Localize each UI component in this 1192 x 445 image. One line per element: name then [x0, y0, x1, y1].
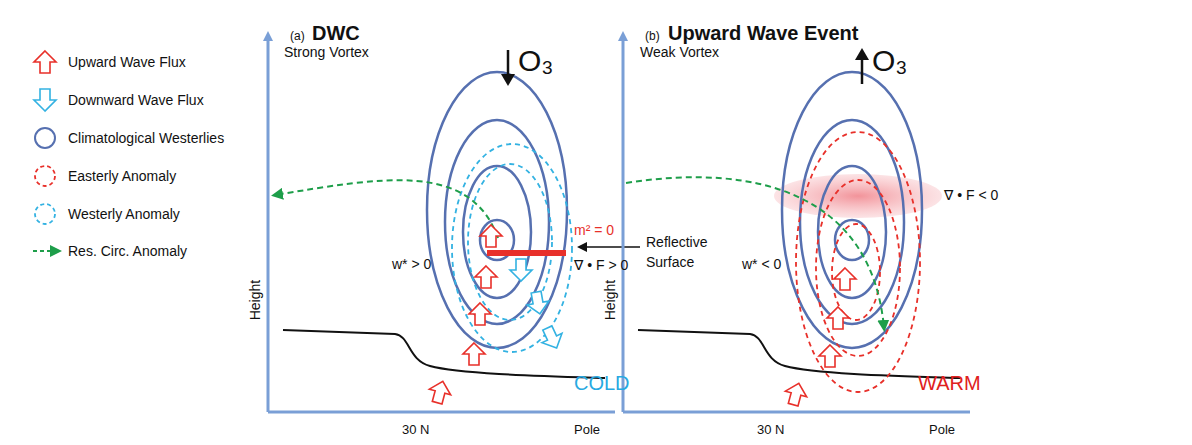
divergence-label: ∇ • F < 0 [944, 187, 998, 203]
legend-text: Upward Wave Flux [68, 54, 186, 70]
legend-text: Downward Wave Flux [68, 92, 204, 108]
panel-tag: (b) [645, 30, 660, 44]
legend-text: Climatological Westerlies [68, 130, 224, 146]
legend-text: Easterly Anomaly [68, 168, 176, 184]
circulation-label: w* < 0 [742, 256, 781, 272]
panel-title: DWC [312, 22, 360, 45]
surface-label: Reflective Surface [646, 232, 724, 273]
tick-label: Pole [574, 423, 600, 438]
axis-label: Height [602, 280, 618, 320]
tick-label: 30 N [402, 423, 429, 438]
divergence-label: ∇ • F > 0 [574, 257, 628, 273]
tick-label: 30 N [757, 423, 784, 438]
panel-tag: (a) [290, 30, 305, 44]
vortex-label: Strong Vortex [284, 44, 369, 60]
legend-text: Westerly Anomaly [68, 206, 180, 222]
axis-label: Height [247, 280, 263, 320]
panel-a-figure [268, 36, 640, 412]
refractive-index-label: m² = 0 [574, 222, 614, 238]
circulation-label: w* > 0 [392, 256, 431, 272]
legend-text: Res. Circ. Anomaly [68, 243, 187, 259]
tick-label: Pole [929, 423, 955, 438]
temperature-label: COLD [574, 372, 630, 395]
legend-swatches [33, 51, 58, 251]
ozone-label: O₃ [518, 44, 554, 79]
panel-title: Upward Wave Event [668, 22, 858, 45]
panel-b-figure [623, 36, 970, 412]
vortex-label: Weak Vortex [640, 44, 719, 60]
ozone-label: O₃ [872, 44, 908, 79]
temperature-label: WARM [918, 372, 981, 395]
